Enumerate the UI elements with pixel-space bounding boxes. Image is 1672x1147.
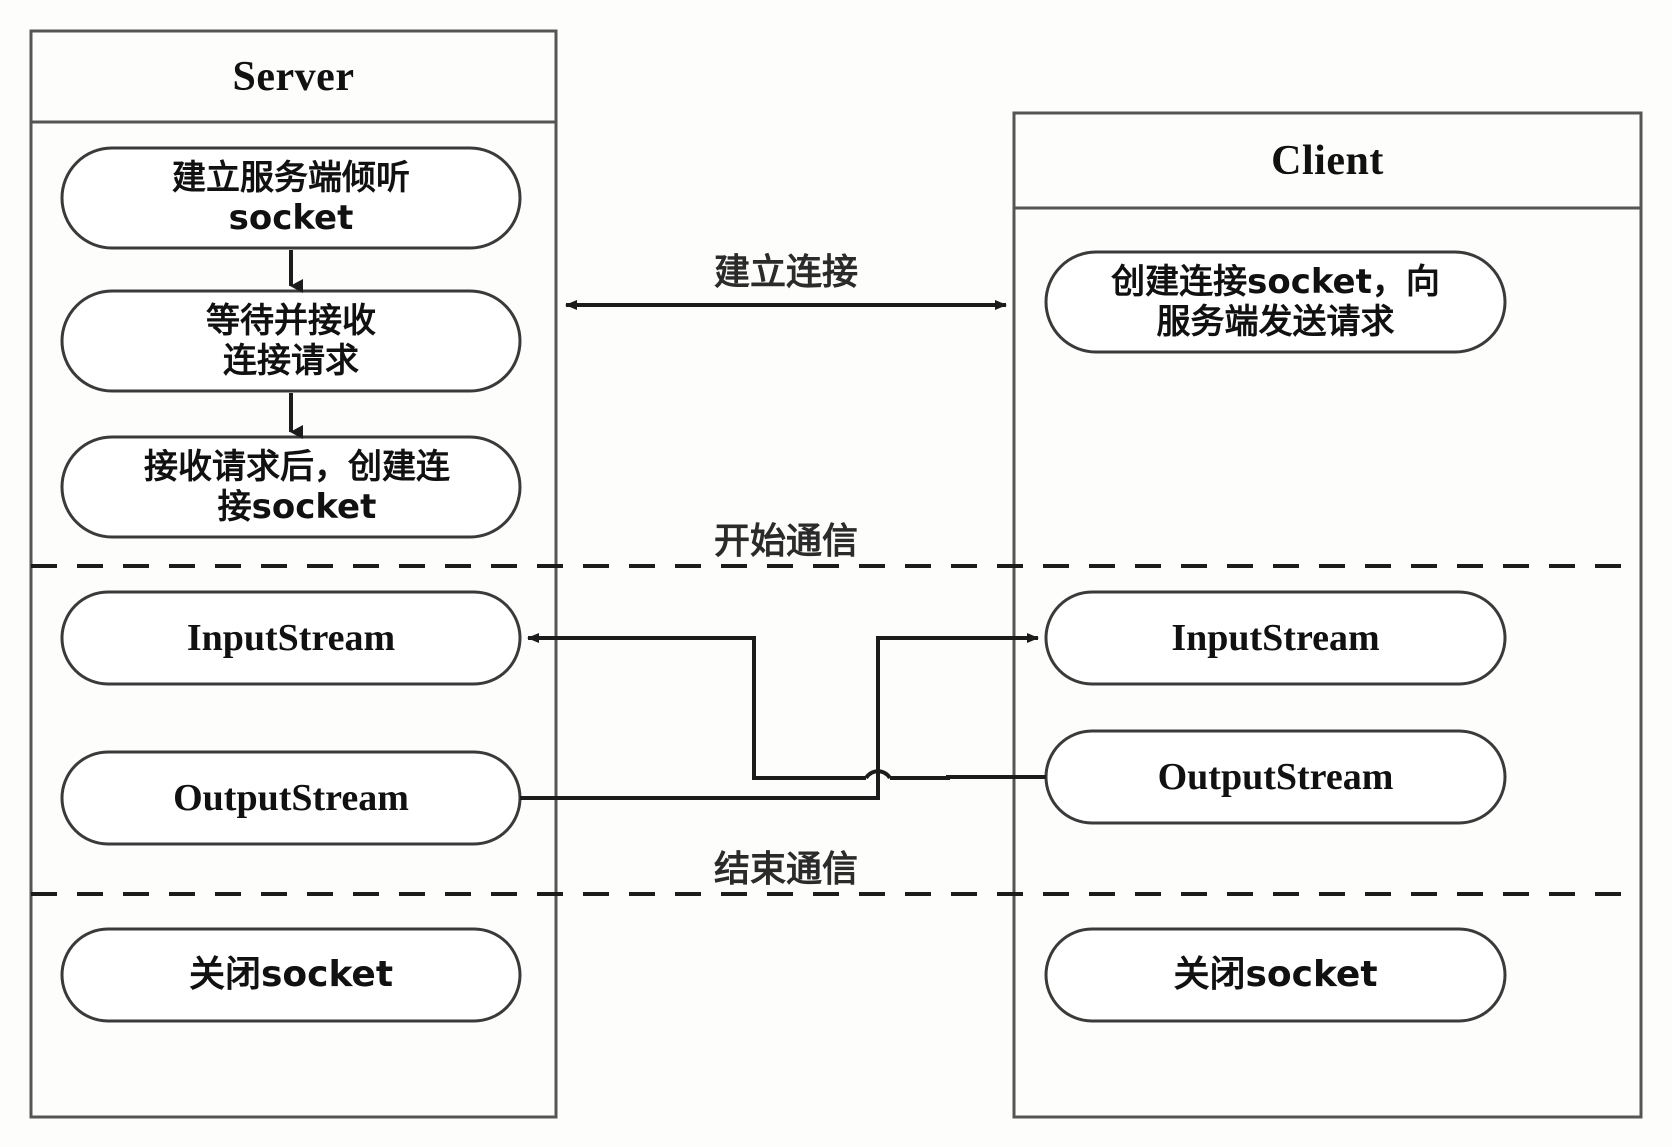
edge-client-output-to-server-input-2 xyxy=(527,633,866,780)
shape-server-wait-accept xyxy=(60,289,522,393)
shape-client-create-conn-socket xyxy=(1044,250,1507,354)
phase-separators xyxy=(31,564,1641,896)
edge-client-output-to-server-input xyxy=(890,775,1046,780)
edge-server-output-to-client-input xyxy=(520,633,1039,800)
end-communication-label: 结束通信 xyxy=(713,849,858,890)
stream-crossing-connectors xyxy=(520,633,1046,800)
shape-server-output-stream xyxy=(60,750,522,846)
server-panel-title: Server xyxy=(232,53,355,100)
start-communication-label: 开始通信 xyxy=(713,521,858,562)
shape-client-input-stream xyxy=(1044,590,1507,686)
server-node-shapes xyxy=(60,146,522,1023)
shape-server-listen-socket xyxy=(60,146,522,250)
shape-server-create-conn-socket xyxy=(60,435,522,539)
establish-connection-label: 建立连接 xyxy=(713,252,858,293)
shape-server-close-socket xyxy=(60,927,522,1023)
shape-client-close-socket xyxy=(1044,927,1507,1023)
shape-client-output-stream xyxy=(1044,729,1507,825)
edge-client-output-hop xyxy=(864,769,892,780)
client-panel-title: Client xyxy=(1271,137,1384,184)
shape-server-input-stream xyxy=(60,590,522,686)
